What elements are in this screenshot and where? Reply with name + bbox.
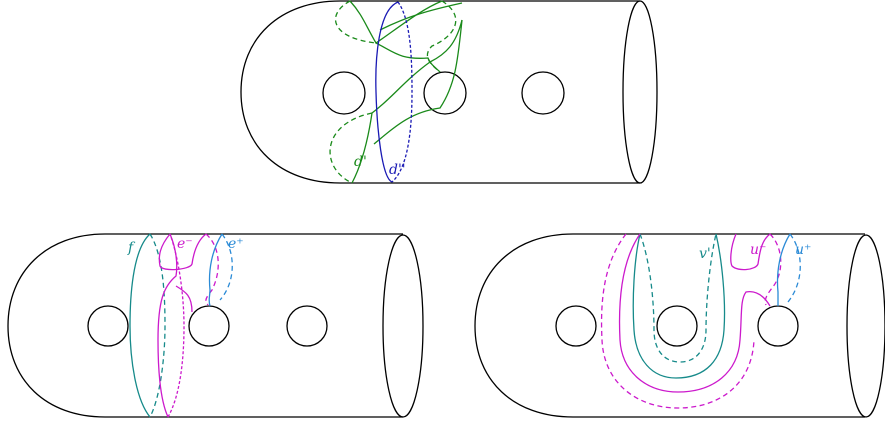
label-e-minus: e⁻ [177, 236, 193, 252]
label-u-plus: u⁺ [795, 242, 811, 258]
curve-v-prime [632, 233, 726, 379]
curve-d-prime [329, 0, 463, 184]
top-surface-hole-3 [521, 71, 565, 115]
label-d-double-prime: d'' [389, 162, 406, 178]
label-v-prime: v' [699, 246, 711, 262]
bottom-right-surface: v' u⁻ u⁺ [474, 233, 885, 418]
bottom-right-surface-hole-1 [555, 305, 597, 347]
bottom-left-surface: f e⁻ e⁺ [7, 233, 424, 418]
curve-u-plus [776, 233, 801, 306]
label-u-minus: u⁻ [750, 242, 766, 258]
bottom-left-surface-hole-3 [286, 305, 328, 347]
top-surface-end-cap [622, 0, 658, 184]
bottom-right-surface-hole-3 [757, 305, 799, 347]
bottom-left-surface-hole-2 [188, 305, 230, 347]
bottom-right-surface-hole-2 [656, 305, 698, 347]
top-surface: d' d'' [240, 0, 658, 184]
curve-d-double-prime [375, 1, 413, 183]
top-surface-outline [240, 0, 640, 184]
top-surface-hole-1 [322, 71, 366, 115]
curve-e-minus [157, 233, 219, 418]
label-e-plus: e⁺ [228, 236, 244, 252]
label-f: f [127, 240, 136, 256]
bottom-left-surface-outline [7, 233, 403, 418]
curve-magenta-u [600, 233, 782, 409]
top-surface-hole-2 [423, 71, 467, 115]
curve-e-plus [208, 233, 233, 307]
bottom-left-surface-hole-1 [87, 305, 129, 347]
bottom-left-surface-end-cap [382, 234, 424, 418]
label-d-prime: d' [354, 154, 367, 170]
bottom-right-surface-outline [474, 233, 865, 418]
bottom-right-surface-end-cap [846, 234, 885, 418]
